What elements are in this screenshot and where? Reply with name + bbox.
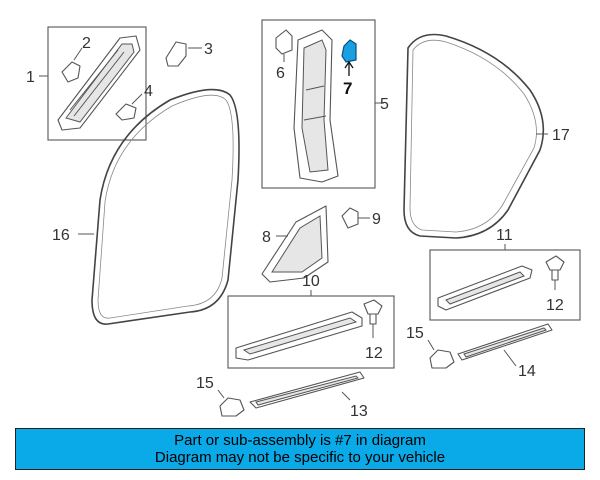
front-door-weatherstrip: 16: [52, 88, 240, 325]
callout-10: 10: [302, 273, 320, 290]
clip-3: 3: [165, 41, 213, 67]
front-scuff-plate: [235, 311, 363, 361]
callout-15-rear: 15: [406, 325, 424, 342]
clip-2: 2: [61, 35, 91, 83]
callout-1: 1: [26, 69, 35, 86]
info-banner: Part or sub-assembly is #7 in diagram Di…: [15, 428, 585, 470]
callout-9: 9: [372, 211, 381, 228]
callout-16: 16: [52, 227, 70, 244]
banner-line-1: Part or sub-assembly is #7 in diagram: [174, 432, 426, 449]
clip-12-rear: 12: [545, 255, 565, 314]
group-10-box: 10: [227, 273, 395, 369]
callout-12-rear: 12: [546, 297, 564, 314]
lower-pillar-trim-8: 8: [261, 205, 329, 283]
step-plate-13: 13: [249, 371, 368, 420]
clip-15-rear: 15: [406, 325, 455, 369]
callout-6: 6: [276, 65, 285, 82]
callout-17: 17: [552, 127, 570, 144]
clip-4: 4: [115, 83, 153, 121]
clip-9: 9: [341, 207, 381, 229]
callout-3: 3: [204, 41, 213, 58]
group-5-box: 5: [261, 19, 389, 189]
group-1-box: 1: [26, 26, 147, 141]
rear-scuff-plate: [437, 265, 533, 311]
callout-15-front: 15: [196, 375, 214, 392]
callout-11: 11: [496, 227, 513, 244]
rear-door-weatherstrip: 17: [403, 33, 570, 239]
callout-5: 5: [380, 96, 389, 113]
clip-12-front: 12: [363, 299, 383, 362]
step-plate-14: 14: [457, 323, 553, 380]
group-11-box: 11: [429, 227, 581, 321]
clip-6: 6: [275, 29, 293, 82]
b-pillar-garnish: [293, 29, 339, 183]
part-7-highlighted: 7: [341, 39, 357, 98]
banner-line-2: Diagram may not be specific to your vehi…: [154, 449, 446, 466]
callout-8: 8: [262, 229, 271, 246]
callout-14: 14: [518, 363, 536, 380]
callout-2: 2: [82, 35, 91, 52]
parts-diagram: 1 2 3 4 5 6 7: [26, 19, 581, 420]
callout-4: 4: [144, 83, 153, 100]
callout-7: 7: [343, 79, 352, 98]
clip-15-front: 15: [196, 375, 245, 417]
callout-12-front: 12: [365, 345, 383, 362]
callout-13: 13: [350, 403, 368, 420]
a-pillar-garnish: [57, 35, 141, 131]
